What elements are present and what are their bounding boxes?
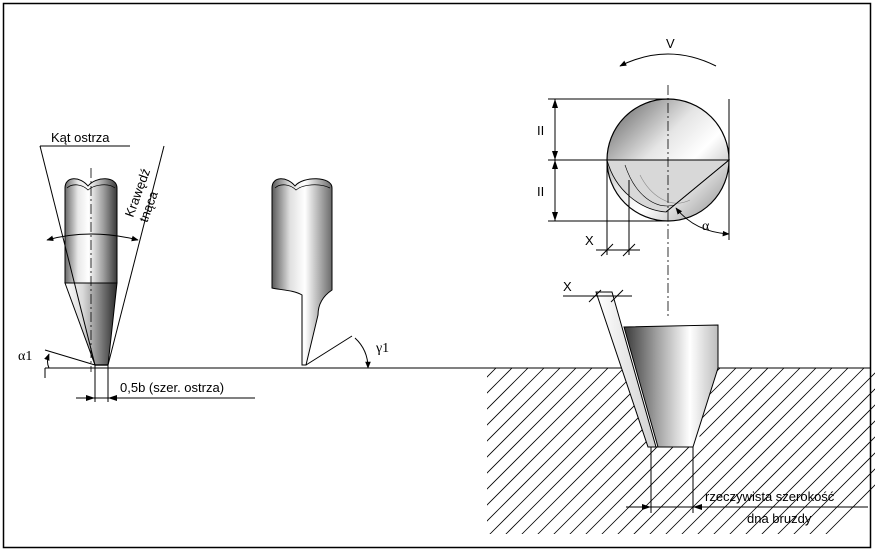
hatch-line (487, 368, 561, 534)
rotation-arc (619, 53, 717, 67)
dim-top-label: II (537, 123, 544, 138)
hatch-line (645, 368, 817, 534)
hatch-line (693, 368, 865, 534)
hatch-line (487, 368, 609, 534)
blade-angle-line-left (39, 145, 96, 366)
hatch-line (597, 368, 769, 534)
dim-bottom-label: II (537, 184, 544, 199)
alpha-arc (675, 207, 730, 237)
soil-hatch (230, 368, 875, 538)
alpha1-line (44, 349, 96, 366)
hatch-line (709, 368, 875, 534)
hatch-line (310, 368, 480, 538)
alpha-line (665, 159, 730, 213)
hatch-line (677, 368, 849, 534)
hatch-line (789, 368, 875, 534)
blade-angle-label: Kąt ostrza (51, 130, 110, 145)
hatch-line (725, 368, 875, 534)
hatch-line (757, 368, 875, 534)
hatch-line (487, 368, 593, 534)
hatch-line (487, 368, 577, 534)
x-furrow-label: X (563, 279, 572, 294)
blade-angle-arc (46, 233, 139, 242)
hatch-line (487, 368, 625, 534)
hatch-line (487, 368, 657, 534)
hatch-line (741, 368, 875, 534)
gamma1-line (305, 335, 353, 366)
hatch-line (805, 368, 875, 534)
rotation-label: V (666, 36, 675, 51)
blade-angle-line-right (107, 145, 165, 366)
cutting-edge-label: Krawędź tnąca (122, 163, 169, 224)
hatch-line (821, 368, 875, 534)
hatch-line (246, 368, 416, 538)
half-width-label: 0,5b (szer. ostrza) (120, 380, 224, 395)
x-disc-label: X (585, 233, 594, 248)
alpha-label: α (702, 219, 710, 234)
hatch-line (230, 368, 400, 538)
hatch-line (487, 368, 641, 534)
hatch-line (262, 368, 432, 538)
blade-tool-2 (271, 178, 333, 366)
hatch-line (487, 368, 497, 534)
hatch-line (581, 368, 753, 534)
furrow-width-label-1: rzeczywista szerokość (705, 489, 835, 504)
hatch-line (661, 368, 833, 534)
gamma1-arc (354, 337, 371, 369)
hatch-line (487, 368, 529, 534)
hatch-line (629, 368, 801, 534)
hatch-line (278, 368, 448, 538)
hatch-line (773, 368, 875, 534)
furrow-blade (595, 291, 719, 448)
hatch-line (487, 368, 545, 534)
hatch-line (294, 368, 464, 538)
gamma1-label: γ1 (375, 341, 389, 356)
alpha1-arc (44, 353, 50, 369)
furrow-width-label-2: dna bruzdy (747, 511, 812, 526)
hatch-line (487, 368, 513, 534)
alpha1-label: α1 (18, 349, 32, 364)
